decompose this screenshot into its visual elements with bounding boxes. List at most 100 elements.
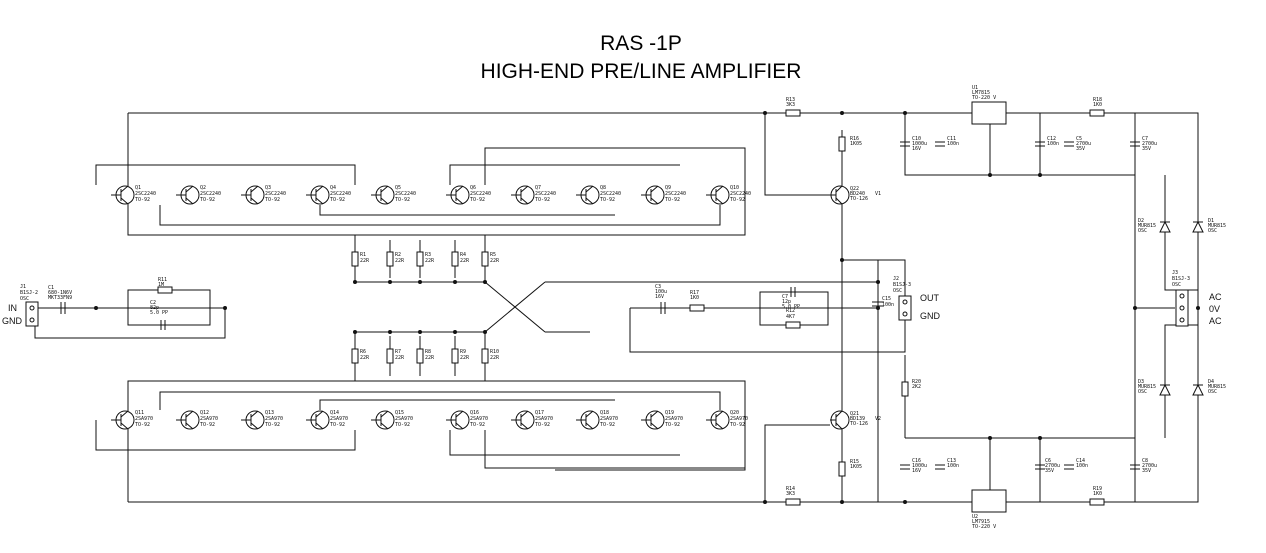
transistor-q22: Q22 BD240 TO-126 V1: [830, 185, 881, 205]
resistor-ref: R2: [395, 252, 401, 258]
transistor-ref: Q9: [665, 185, 671, 191]
resistor-body: [451, 251, 459, 267]
junction-dots: [94, 111, 1200, 504]
resistor-value: 22R: [460, 258, 470, 264]
power-label-ac2: AC: [1209, 316, 1222, 326]
svg-text:16V: 16V: [912, 468, 921, 474]
svg-text:2700u: 2700u: [1142, 463, 1157, 469]
svg-text:C6: C6: [1045, 458, 1051, 464]
svg-text:D3: D3: [1138, 379, 1144, 385]
resistor-value: 22R: [490, 258, 500, 264]
resistor-r18: [1089, 109, 1105, 117]
feedback-network: C3 100u 16V R17 1K0 C7 12p 5.0 PP R12 4K…: [655, 284, 894, 329]
resistor-value: 22R: [490, 355, 500, 361]
transistor-package: TO-92: [135, 422, 150, 428]
input-connector-osc: OSC: [20, 296, 29, 302]
resistor-ref: R1: [360, 252, 366, 258]
capacitor-c2: [160, 320, 166, 330]
svg-text:MUR815: MUR815: [1208, 384, 1226, 390]
transistor-leads: [576, 410, 594, 430]
r12-ref: R12: [786, 308, 795, 314]
c7-value: 12p: [782, 299, 791, 305]
input-label-gnd: GND: [2, 316, 23, 326]
resistor-body: [386, 251, 394, 267]
resistor-value: 22R: [395, 258, 405, 264]
resistor-body: [481, 251, 489, 267]
power-label-0v: 0V: [1209, 304, 1220, 314]
output-connector-ref: J2: [893, 276, 899, 282]
r14-value: 3K3: [786, 491, 795, 497]
transistor-part: 2SA970: [730, 416, 748, 422]
svg-text:35V: 35V: [1142, 146, 1151, 152]
output-pin-out: [902, 299, 908, 305]
resistor-r19: [1089, 498, 1105, 506]
power-connector-part: B1SJ-3: [1172, 276, 1190, 282]
transistor-package: TO-92: [470, 197, 485, 203]
r18-ref: R18: [1093, 97, 1102, 103]
r16-value: 1K05: [850, 141, 862, 147]
capacitor-c15: [872, 301, 884, 307]
transistor-ref: Q18: [600, 410, 609, 416]
transistor-leads: [111, 410, 129, 430]
resistor-value: 22R: [460, 355, 470, 361]
r15-ref: R15: [850, 459, 859, 465]
top-transistor-row: Q12SC2240TO-92Q22SC2240TO-92Q32SC2240TO-…: [111, 185, 751, 205]
power-connector-osc: OSC: [1172, 282, 1181, 288]
c1-value: 680-1N6V: [48, 290, 72, 296]
resistor-ref: R9: [460, 349, 466, 355]
capacitor-c1: [60, 302, 66, 314]
transistor-ref: Q10: [730, 185, 739, 191]
c15-ref: C15: [882, 296, 891, 302]
c7-ref: C7: [782, 294, 788, 300]
power-pin-ac1: [1179, 293, 1185, 299]
transistor-part: 2SC2240: [330, 191, 351, 197]
transistor-leads: [371, 185, 389, 205]
u1-pkg: TO-220 V: [972, 95, 996, 101]
resistor-body: [481, 348, 489, 364]
power-supply: U1 LM7815 TO-220 V U2 LM7915 TO-220 V R1…: [900, 85, 1226, 530]
transistor-ref: Q13: [265, 410, 274, 416]
output-connector-part: B1SJ-3: [893, 282, 911, 288]
transistor-package: TO-92: [395, 422, 410, 428]
transistor-leads: [511, 185, 529, 205]
r19-value: 1K0: [1093, 491, 1102, 497]
svg-text:OSC: OSC: [1208, 389, 1217, 395]
transistor-ref: Q12: [200, 410, 209, 416]
r20-ref: R20: [912, 379, 921, 385]
transistor-part: 2SC2240: [395, 191, 416, 197]
regulator-u1: [971, 101, 1007, 125]
transistor-part: 2SA970: [265, 416, 283, 422]
transistor-part: 2SA970: [535, 416, 553, 422]
svg-text:1000u: 1000u: [912, 463, 927, 469]
rectifier-diodes: D2 MUR815 OSC D1 MUR815 OSC D3 MUR815 OS…: [1138, 218, 1226, 396]
transistor-q21: Q21 BD139 TO-126 V2: [830, 410, 881, 430]
resistor-body: [351, 251, 359, 267]
svg-text:Q21: Q21: [850, 411, 859, 417]
transistor-leads: [706, 185, 724, 205]
r17-ref: R17: [690, 290, 699, 296]
resistor-ref: R6: [360, 349, 366, 355]
input-label-in: IN: [8, 303, 17, 313]
transistor-part: 2SC2240: [665, 191, 686, 197]
transistor-ref: Q2: [200, 185, 206, 191]
transistor-part: 2SA970: [330, 416, 348, 422]
resistor-body: [416, 251, 424, 267]
svg-text:16V: 16V: [912, 146, 921, 152]
transistor-package: TO-92: [330, 197, 345, 203]
transistor-package: TO-92: [135, 197, 150, 203]
svg-text:1000u: 1000u: [912, 141, 927, 147]
resistor-ref: R3: [425, 252, 431, 258]
